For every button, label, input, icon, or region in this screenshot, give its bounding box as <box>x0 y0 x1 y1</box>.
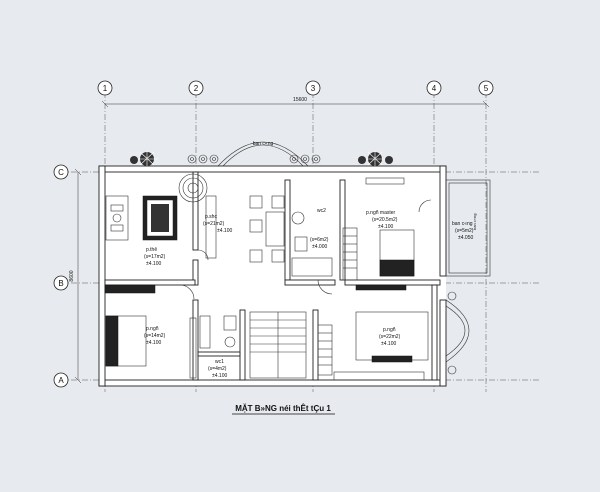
wc2-name: wc2 <box>317 208 326 214</box>
bed1-name: p.ngñ <box>146 326 159 332</box>
wc1-level: ±4.100 <box>212 373 227 379</box>
main-stair <box>249 311 333 379</box>
grid-row-a: A <box>58 376 64 385</box>
balcony-side-label: ban c«ng <box>472 214 477 230</box>
grid-col-2: 2 <box>194 84 199 93</box>
grid-col-5: 5 <box>484 84 489 93</box>
grid-row-bubbles <box>53 164 69 388</box>
master-name: p.ngñ master <box>366 210 396 216</box>
bed2-name: p.ngñ <box>383 327 396 333</box>
door-swings <box>179 199 432 300</box>
balcony-top-label: ban c«ng <box>253 141 274 147</box>
grid-col-4: 4 <box>432 84 437 93</box>
wc1-fixtures <box>199 315 237 349</box>
living-room-furniture <box>105 195 178 241</box>
plant-icon-right <box>358 151 393 166</box>
living-name: p.thê <box>146 247 157 253</box>
dimension-lines <box>74 100 490 384</box>
master-level: ±4.100 <box>378 224 393 230</box>
grid-row-c: C <box>58 168 64 177</box>
bed1-area: (s=14m2) <box>144 333 166 339</box>
dimension-left-label: 8600 <box>69 270 75 281</box>
living-level: ±4.100 <box>146 261 161 267</box>
living-area: (s=17m2) <box>144 254 166 260</box>
wc1-name: wc1 <box>215 359 224 365</box>
wc2-area: (s=6m2) <box>310 237 329 243</box>
dining-name: p.shc <box>205 214 217 220</box>
bedroom2-furniture <box>333 311 429 381</box>
dining-area: (s=21m2) <box>203 221 225 227</box>
master-area: (s=20.5m2) <box>372 217 398 223</box>
grid-row-b: B <box>58 279 63 288</box>
wc2-level: ±4.000 <box>312 244 327 250</box>
stair-upper <box>342 227 358 281</box>
grid-column-bubbles <box>97 80 494 96</box>
bedroom1-furniture <box>104 284 197 379</box>
exterior-walls <box>98 165 447 387</box>
dining-set <box>205 195 285 263</box>
wc2-fixtures <box>291 211 333 277</box>
balcony-right-level: ±4.050 <box>458 235 473 241</box>
plant-icon-left <box>130 151 158 166</box>
round-rug <box>178 173 208 203</box>
balcony-right-area: (s=5m2) <box>455 228 474 234</box>
bed2-level: ±4.100 <box>381 341 396 347</box>
wc1-area: (s=4m2) <box>208 366 227 372</box>
right-balcony <box>445 179 491 277</box>
grid-col-3: 3 <box>311 84 316 93</box>
interior-walls <box>104 171 441 381</box>
dining-level: ±4.100 <box>217 228 232 234</box>
bed1-level: ±4.100 <box>146 340 161 346</box>
dimension-top-label: 15600 <box>293 97 307 103</box>
right-bay <box>445 291 470 375</box>
grid-col-1: 1 <box>103 84 108 93</box>
master-bed <box>355 177 415 291</box>
bed2-area: (s=22m2) <box>379 334 401 340</box>
top-balcony <box>187 141 321 167</box>
drawing-title: MẶT B»NG néi thÊt tÇu 1 <box>235 404 331 413</box>
balcony-right-name: ban c«ng <box>452 221 473 227</box>
